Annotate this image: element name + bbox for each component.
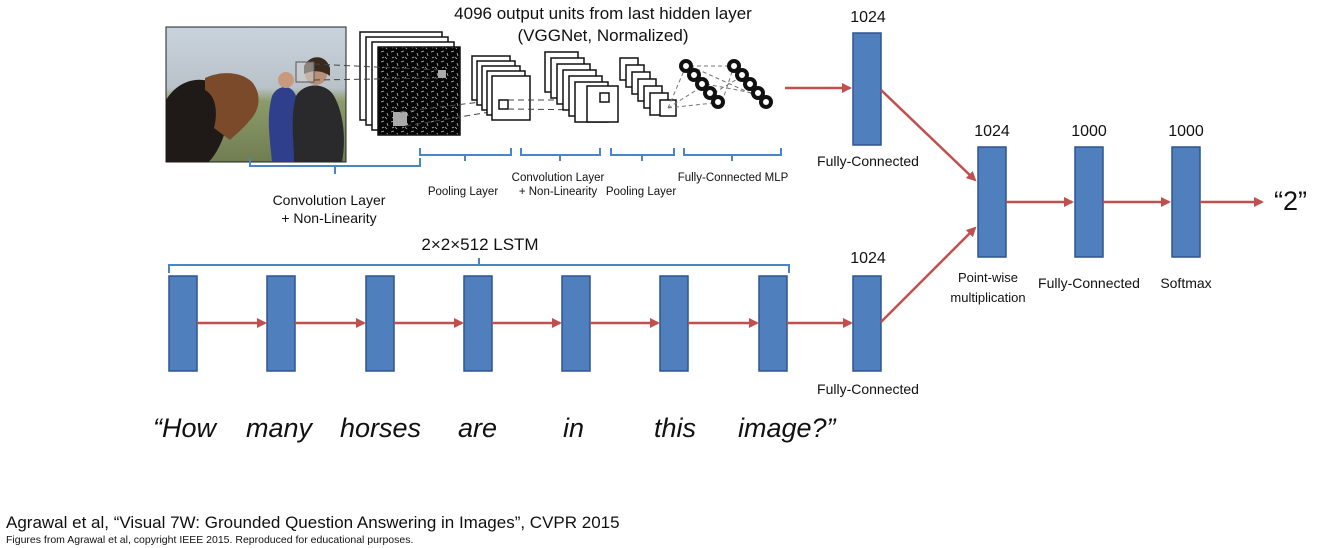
fc-dim: 1000 — [1071, 123, 1107, 140]
lstm-cell-7 — [758, 275, 788, 372]
image-fc-block — [852, 32, 882, 146]
lstm-cell-2 — [266, 275, 296, 372]
conv-stack-1 — [359, 31, 461, 136]
softmax-dim: 1000 — [1168, 123, 1204, 140]
lstm-cell-6 — [659, 275, 689, 372]
question-word-3: horses — [340, 413, 421, 443]
conv1-label-line1: Convolution Layer — [273, 192, 386, 208]
mlp-label: Fully-Connected MLP — [678, 172, 789, 184]
pool1-label: Pooling Layer — [428, 186, 498, 198]
lstm-cell-1 — [168, 275, 198, 372]
fc-block — [1074, 146, 1104, 258]
pool2-label: Pooling Layer — [606, 186, 676, 198]
conv-stack-2 — [544, 51, 619, 123]
question-words: “How many horses are in this image?” — [153, 413, 837, 443]
question-fc-dim: 1024 — [850, 250, 886, 267]
fc-label: Fully-Connected — [1038, 275, 1140, 291]
lstm-bracket — [168, 258, 790, 273]
bracket-conv-2 — [520, 148, 601, 161]
person-dark-shape — [292, 85, 344, 162]
dark-horse-shape — [166, 79, 228, 162]
question-word-6: this — [654, 413, 696, 443]
citation-main: Agrawal et al, “Visual 7W: Grounded Ques… — [6, 513, 620, 532]
question-word-5: in — [563, 413, 584, 443]
pool-stack-1 — [471, 55, 531, 121]
bracket-mlp — [683, 148, 782, 161]
bracket-conv-1 — [249, 158, 421, 174]
cnn-brackets — [249, 148, 782, 174]
softmax-label: Softmax — [1160, 275, 1211, 291]
lstm-label: 2×2×512 LSTM — [421, 235, 538, 254]
cnn-header-line1: 4096 output units from last hidden layer — [454, 4, 752, 23]
mlp-nodes-layer-1 — [679, 59, 725, 109]
question-fc-label: Fully-Connected — [817, 381, 919, 397]
question-fc-block — [852, 275, 882, 372]
lstm-cell-4 — [463, 275, 493, 372]
brown-horse-shape — [205, 73, 259, 140]
image-fc-dim: 1024 — [850, 9, 886, 26]
question-word-2: many — [246, 413, 314, 443]
pointwise-label-line1: Point-wise — [958, 270, 1018, 285]
bracket-pool-2 — [610, 148, 675, 161]
lstm-cell-3 — [365, 275, 395, 372]
question-word-4: are — [458, 413, 497, 443]
image-fc-to-pointwise-arrow — [880, 89, 977, 182]
lstm-cell-5 — [561, 275, 591, 372]
question-fc-to-pointwise-arrow — [880, 226, 977, 323]
question-word-7: image?” — [738, 413, 837, 443]
pointwise-dim: 1024 — [974, 123, 1010, 140]
pointwise-label-line2: multiplication — [950, 290, 1025, 305]
image-fc-label: Fully-Connected — [817, 153, 919, 169]
pointwise-block — [977, 146, 1007, 258]
pool-stack-2 — [619, 57, 677, 117]
citation-note: Figures from Agrawal et al, copyright IE… — [6, 534, 414, 546]
bracket-pool-1 — [419, 148, 512, 161]
conv2-label-line2: + Non-Linearity — [519, 186, 598, 198]
mlp-nodes-layer-2 — [727, 59, 773, 109]
conv1-label-line2: + Non-Linearity — [281, 210, 376, 226]
conv2-label-line1: Convolution Layer — [512, 172, 605, 184]
cnn-header-line2: (VGGNet, Normalized) — [518, 26, 689, 45]
softmax-block — [1171, 146, 1201, 258]
question-word-1: “How — [153, 413, 218, 443]
input-photo — [165, 26, 347, 163]
answer-text: “2” — [1274, 186, 1307, 216]
